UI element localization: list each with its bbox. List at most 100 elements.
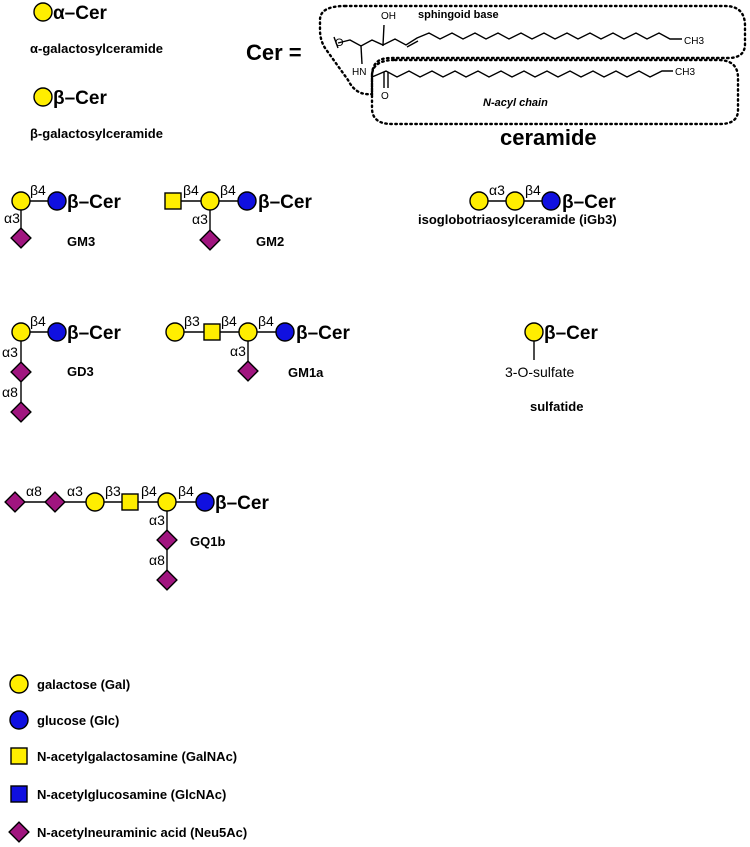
link-beta4: β4 <box>525 182 541 198</box>
galactose-circle-icon <box>9 674 29 694</box>
legend-item-neu5ac: N-acetylneuraminic acid (Neu5Ac) <box>8 821 247 843</box>
glucose-icon <box>195 492 215 512</box>
link-beta3: β3 <box>105 483 121 499</box>
galactose-icon <box>33 87 53 107</box>
o-atom: O <box>381 91 389 102</box>
legend: galactose (Gal) glucose (Glc) N-acetylga… <box>8 674 247 843</box>
gd3-name: GD3 <box>67 364 94 379</box>
galactose-icon <box>505 191 525 211</box>
n-bond <box>360 45 363 65</box>
link-beta4: β4 <box>258 313 274 329</box>
galactose-icon <box>524 322 544 342</box>
legend-label: N-acetylglucosamine (GlcNAc) <box>37 787 226 802</box>
galactose-icon <box>11 322 31 342</box>
gm3-name: GM3 <box>67 234 95 249</box>
link-alpha3: α3 <box>4 210 20 226</box>
galactose-icon <box>165 322 185 342</box>
legend-label: N-acetylneuraminic acid (Neu5Ac) <box>37 825 247 840</box>
glucose-icon <box>47 322 67 342</box>
link-alpha3: α3 <box>489 182 505 198</box>
neu5ac-icon <box>10 401 32 423</box>
galnac-icon <box>121 493 139 511</box>
gq1b-structure: α8 α3 β3 β4 β4 α3 α8 β–Cer GQ1b <box>4 483 269 591</box>
link-alpha3: α3 <box>2 344 18 360</box>
neu5ac-icon <box>10 227 32 249</box>
ch3-bottom: CH3 <box>675 67 695 78</box>
glcnac-square-icon <box>10 785 28 803</box>
ceramide-title: ceramide <box>500 125 597 150</box>
neu5ac-icon <box>156 569 178 591</box>
cer-label: β–Cer <box>215 493 269 514</box>
o-link-atom: O <box>335 37 344 49</box>
cer-label: β–Cer <box>67 192 121 213</box>
cer-label: β–Cer <box>544 323 598 344</box>
galnac-icon <box>203 323 221 341</box>
glucose-circle-icon <box>9 710 29 730</box>
link-beta4: β4 <box>141 483 157 499</box>
galactose-icon <box>200 191 220 211</box>
sphingoid-backbone <box>337 24 682 47</box>
link-alpha3: α3 <box>230 343 246 359</box>
neu5ac-icon <box>44 491 66 513</box>
alpha-galactosylceramide: α–Cer α-galactosylceramide <box>30 2 163 56</box>
glucose-icon <box>541 191 561 211</box>
cer-label: β–Cer <box>67 323 121 344</box>
gq1b-name: GQ1b <box>190 534 225 549</box>
beta-galactosylceramide-name: β-galactosylceramide <box>30 126 163 141</box>
neu5ac-icon <box>237 360 259 382</box>
legend-item-glcnac: N-acetylglucosamine (GlcNAc) <box>10 785 226 803</box>
ch3-top: CH3 <box>684 36 704 47</box>
n-acyl-chain-label: N-acyl chain <box>483 97 548 109</box>
gm1a-name: GM1a <box>288 365 324 380</box>
cer-label: β–Cer <box>562 192 616 213</box>
glucose-icon <box>237 191 257 211</box>
double-bond-line <box>406 40 419 48</box>
link-alpha3: α3 <box>67 483 83 499</box>
sulfatide-name: sulfatide <box>530 399 583 414</box>
igb3-structure: α3 β4 β–Cer isoglobotriaosylceramide (iG… <box>418 182 617 227</box>
sphingoid-base-label: sphingoid base <box>418 9 499 21</box>
link-alpha3: α3 <box>192 211 208 227</box>
sulfate-label: 3-O-sulfate <box>505 364 574 380</box>
beta-cer-label: β–Cer <box>53 88 107 109</box>
neu5ac-icon <box>156 529 178 551</box>
sulfatide-structure: β–Cer 3-O-sulfate sulfatide <box>505 322 598 414</box>
galnac-square-icon <box>10 747 28 765</box>
link-beta3: β3 <box>184 313 200 329</box>
legend-item-galnac: N-acetylgalactosamine (GalNAc) <box>10 747 237 765</box>
o-bond <box>333 36 339 49</box>
neu5ac-icon <box>4 491 26 513</box>
legend-item-glucose: glucose (Glc) <box>9 710 119 730</box>
galactose-icon <box>85 492 105 512</box>
ceramide-structure: Cer = sphingoid base OH O CH3 HN O CH3 N… <box>246 4 747 150</box>
neu5ac-icon <box>199 229 221 251</box>
galactose-icon <box>238 322 258 342</box>
neu5ac-icon <box>10 361 32 383</box>
legend-label: galactose (Gal) <box>37 677 130 692</box>
link-alpha8: α8 <box>26 483 42 499</box>
beta-galactosylceramide: β–Cer β-galactosylceramide <box>30 87 163 141</box>
cer-equals-label: Cer = <box>246 40 302 65</box>
galactose-icon <box>157 492 177 512</box>
cer-label: β–Cer <box>258 192 312 213</box>
acyl-chain-backbone <box>371 70 673 78</box>
galnac-icon <box>164 192 182 210</box>
link-alpha3: α3 <box>149 512 165 528</box>
link-beta4: β4 <box>221 313 237 329</box>
gm1a-structure: β3 β4 β4 α3 β–Cer GM1a <box>165 313 350 382</box>
glucose-icon <box>47 191 67 211</box>
galactose-icon <box>469 191 489 211</box>
gm2-structure: β4 β4 α3 β–Cer GM2 <box>164 182 312 251</box>
hn-atom: HN <box>352 67 366 78</box>
gm2-name: GM2 <box>256 234 284 249</box>
igb3-name: isoglobotriaosylceramide (iGb3) <box>418 212 617 227</box>
link-beta4: β4 <box>30 182 46 198</box>
alpha-galactosylceramide-name: α-galactosylceramide <box>30 41 163 56</box>
link-alpha8: α8 <box>2 384 18 400</box>
oh-atom: OH <box>381 11 396 22</box>
galactose-icon <box>33 2 53 22</box>
link-beta4: β4 <box>183 182 199 198</box>
galactose-icon <box>11 191 31 211</box>
link-beta4: β4 <box>220 182 236 198</box>
